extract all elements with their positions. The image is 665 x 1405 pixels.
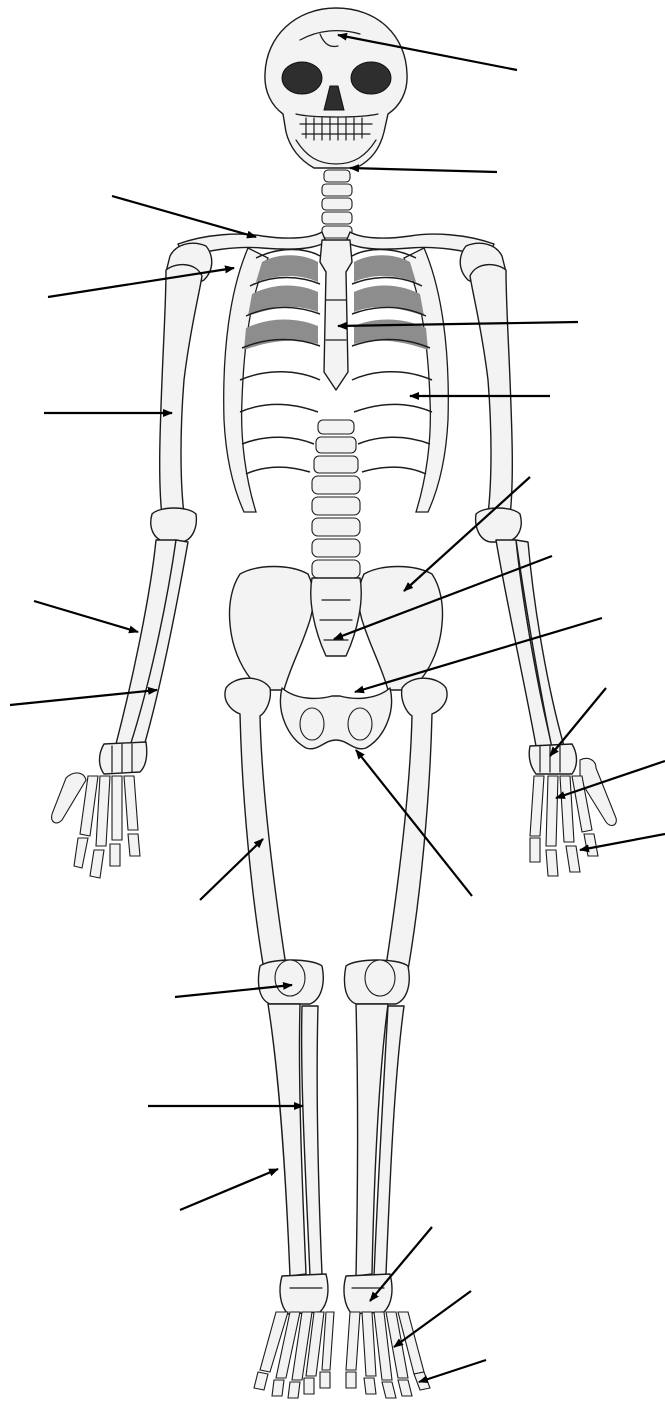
arrow-clavicle [112,196,256,237]
arrow-scapula [48,268,234,297]
left-leg [225,678,334,1398]
arrow-fibula [180,1169,278,1210]
right-leg [344,678,447,1398]
arrow-ulna [34,601,138,632]
arrow-phalanges-foot [419,1360,486,1382]
arrow-carpals [550,688,606,756]
skull [265,8,407,168]
pelvis [229,567,442,749]
arrow-mandible [350,168,497,172]
left-arm [52,265,202,878]
